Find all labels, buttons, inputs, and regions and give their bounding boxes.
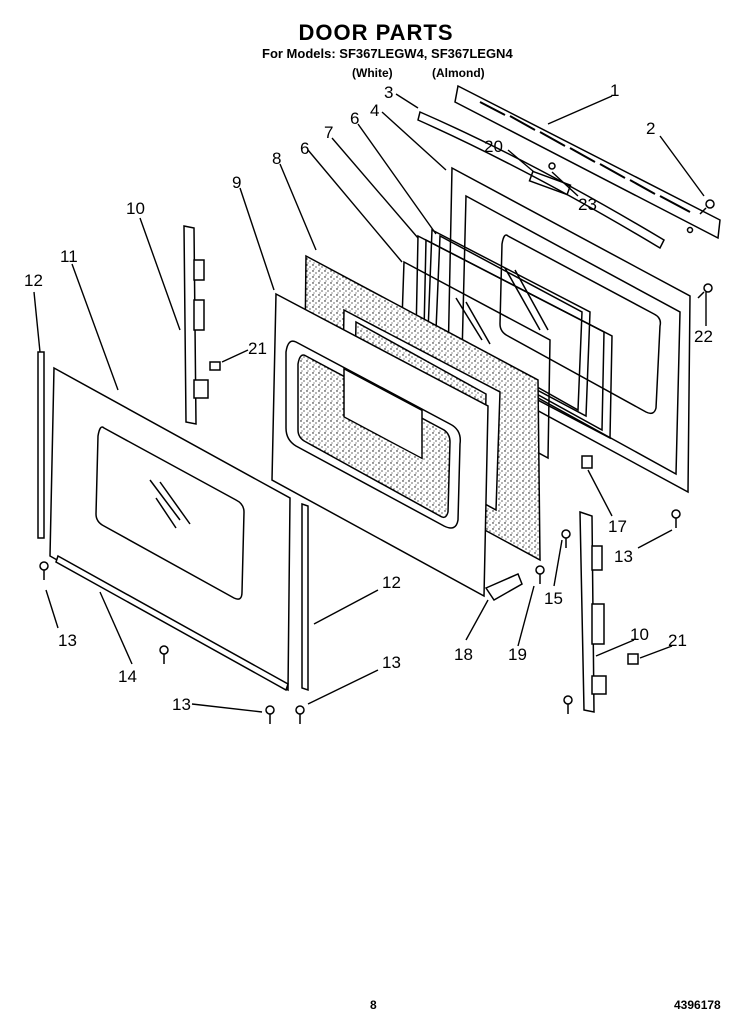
side-trim-left	[37, 351, 45, 539]
callout-18: 18	[454, 645, 473, 664]
callout-17: 17	[608, 517, 627, 536]
callout-8: 8	[272, 149, 281, 168]
callout-21: 21	[248, 339, 267, 358]
callout-21b: 21	[668, 631, 687, 650]
callout-6b: 6	[300, 139, 309, 158]
hinge-right	[579, 510, 607, 713]
models-subtitle: For Models: SF367LEGW4, SF367LEGN4	[262, 46, 513, 61]
callout-10b: 10	[630, 625, 649, 644]
callout-22: 22	[694, 327, 713, 346]
variant-white: (White)	[352, 66, 393, 80]
leader-lines	[33, 93, 707, 713]
callout-1: 1	[610, 81, 619, 100]
callout-7: 7	[324, 123, 333, 142]
latch-clip	[581, 455, 593, 469]
callout-13d: 13	[172, 695, 191, 714]
callout-20: 20	[484, 137, 503, 156]
page-number: 8	[370, 998, 377, 1012]
callout-4: 4	[370, 101, 379, 120]
callout-14: 14	[118, 667, 137, 686]
vent-panel	[454, 84, 721, 240]
clip-right	[627, 653, 639, 665]
glass-panel-upper	[427, 228, 591, 418]
side-trim-right	[301, 502, 309, 692]
callout-6: 6	[350, 109, 359, 128]
callout-13c: 13	[58, 631, 77, 650]
hinge-left	[183, 225, 209, 425]
callout-3: 3	[384, 83, 393, 102]
door-trim-strip	[417, 110, 665, 250]
callout-13b: 13	[382, 653, 401, 672]
door-bracket	[484, 573, 523, 601]
callout-12b: 12	[382, 573, 401, 592]
clip-left	[209, 361, 221, 371]
door-frame	[271, 292, 489, 598]
callout-12: 12	[24, 271, 43, 290]
outer-door-glass	[49, 366, 291, 692]
callout-2: 2	[646, 119, 655, 138]
callout-9: 9	[232, 173, 241, 192]
page-title: DOOR PARTS	[298, 20, 454, 45]
variant-almond: (Almond)	[432, 66, 485, 80]
inner-door-liner	[447, 166, 691, 494]
callout-13: 13	[614, 547, 633, 566]
callout-labels: 1 2 3 4 6 7 6 8 9 10 11 12 20 23 21 22 1…	[24, 81, 713, 714]
inner-glass	[415, 234, 613, 440]
callout-23: 23	[578, 195, 597, 214]
bottom-trim	[55, 554, 289, 692]
part-number: 4396178	[674, 998, 721, 1012]
screws	[39, 199, 715, 724]
latch-bracket	[528, 162, 572, 196]
callout-10: 10	[126, 199, 145, 218]
callout-11: 11	[60, 247, 78, 266]
callout-15: 15	[544, 589, 563, 608]
callout-19: 19	[508, 645, 527, 664]
